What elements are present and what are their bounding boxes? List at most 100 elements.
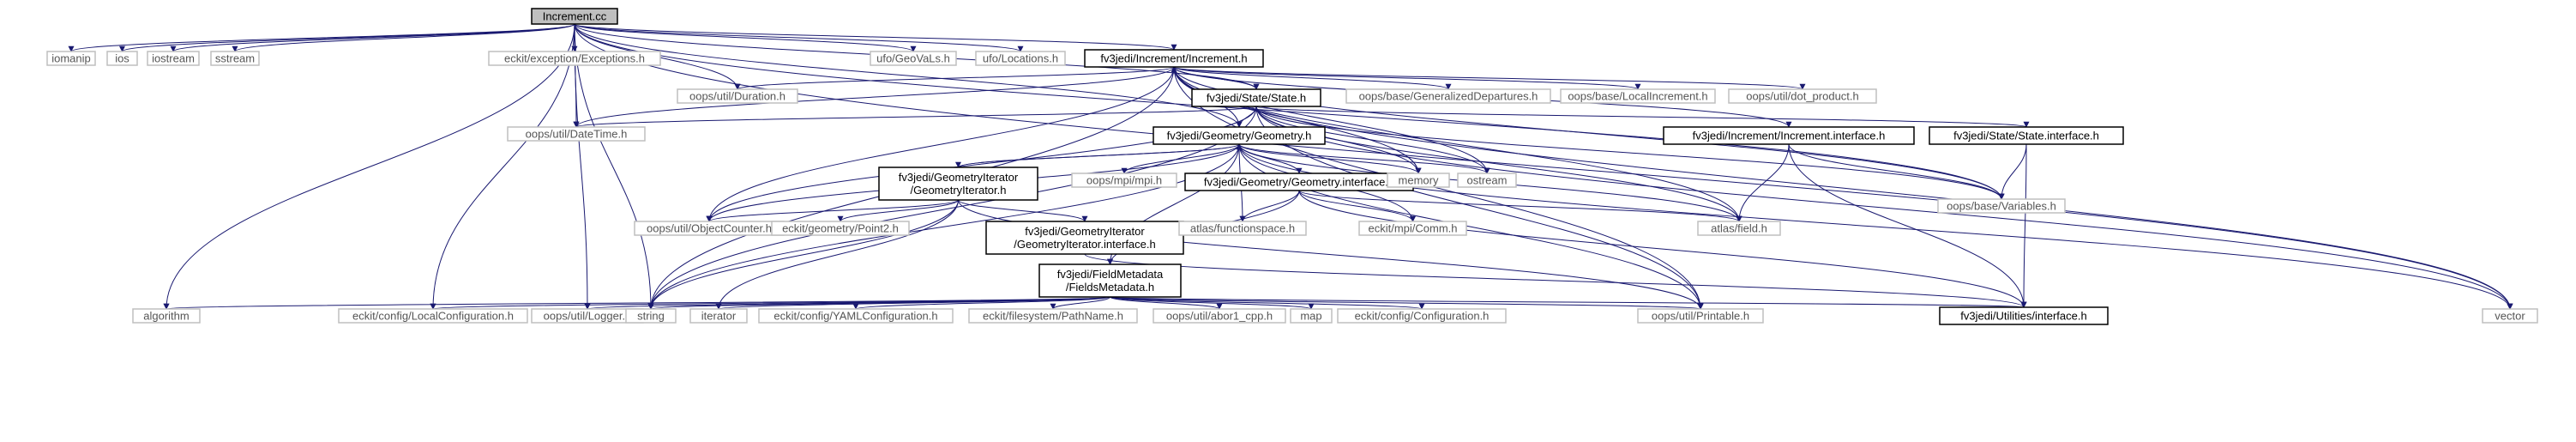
node-algorithm: algorithm (132, 308, 201, 324)
node-fv3jedi-increment-increment-interface-h[interactable]: fv3jedi/Increment/Increment.interface.h (1663, 126, 1915, 145)
node-fv3jedi-geometryiterator-geometryiterator-h[interactable]: fv3jedi/GeometryIterator/GeometryIterato… (878, 167, 1038, 201)
node-box (870, 51, 957, 66)
dependency-edge (1110, 296, 1425, 310)
node-box (677, 88, 798, 104)
dependency-edge (574, 23, 1243, 128)
dependency-edge (1788, 143, 2005, 200)
node-label: eckit/filesystem/PathName.h (983, 310, 1123, 323)
dependency-edge (163, 23, 575, 310)
node-label: oops/util/ObjectCounter.h (647, 222, 772, 235)
node-label: atlas/functionspace.h (1190, 222, 1295, 235)
node-label: vector (2495, 310, 2525, 323)
node-fv3jedi-state-state-h[interactable]: fv3jedi/State/State.h (1191, 88, 1321, 107)
node-box (1939, 306, 2109, 325)
node-label: eckit/config/Configuration.h (1355, 310, 1490, 323)
dependency-edge (170, 23, 575, 52)
node-label: oops/base/Variables.h (1947, 200, 2056, 213)
node-box (771, 221, 910, 236)
dependency-edge (1110, 296, 1315, 310)
node-box (1560, 88, 1716, 104)
node-eckit-filesystem-pathname-h: eckit/filesystem/PathName.h (968, 308, 1138, 324)
dependency-edge (1255, 106, 1490, 174)
node-box (1084, 49, 1264, 68)
node-fv3jedi-utilities-interface-h[interactable]: fv3jedi/Utilities/interface.h (1939, 306, 2109, 325)
node-fv3jedi-geometry-geometry-interface-h[interactable]: fv3jedi/Geometry/Geometry.interface.h (1184, 173, 1414, 191)
dependency-edge (1998, 143, 2027, 200)
node-box (1728, 88, 1877, 104)
dependency-edge (958, 199, 1704, 310)
dependency-edge (1298, 190, 1416, 222)
dependency-edge (1173, 66, 1806, 90)
node-eckit-mpi-comm-h: eckit/mpi/Comm.h (1358, 221, 1467, 236)
node-label: fv3jedi/Utilities/interface.h (1960, 310, 2086, 323)
node-oops-util-objectcounter-h: oops/util/ObjectCounter.h (634, 221, 785, 236)
node-label: algorithm (143, 310, 189, 323)
dependency-edge (958, 199, 1088, 222)
dependency-edge (1171, 66, 1257, 90)
dependency-edge (647, 199, 959, 310)
dependency-edge (430, 296, 1110, 310)
node-box (1358, 221, 1467, 236)
dependency-edge (1298, 190, 2027, 308)
node-box (968, 308, 1138, 324)
node-box (1191, 88, 1321, 107)
node-label: fv3jedi/Increment/Increment.h (1100, 52, 1247, 65)
dependency-edge (837, 199, 959, 222)
node-box (488, 51, 661, 66)
node-label: /FieldsMetadata.h (1066, 281, 1154, 294)
edges-layer (68, 23, 2513, 310)
node-label: /GeometryIterator.h (911, 184, 1007, 197)
node-box (1153, 308, 1286, 324)
dependency-edge (1238, 143, 1704, 310)
node-label: fv3jedi/Geometry/Geometry.h (1167, 130, 1312, 142)
node-label: memory (1399, 174, 1439, 187)
dependency-edge (706, 106, 1257, 222)
dependency-edge (1084, 253, 2027, 308)
dependency-edge (706, 66, 1175, 222)
node-fv3jedi-geometry-geometry-h[interactable]: fv3jedi/Geometry/Geometry.h (1153, 126, 1326, 145)
node-box (1337, 308, 1507, 324)
node-fv3jedi-geometryiterator-geometryiterator-interface-h[interactable]: fv3jedi/GeometryIterator/GeometryIterato… (985, 221, 1184, 255)
node-box (689, 308, 748, 324)
node-box (1071, 173, 1177, 188)
node-box (507, 126, 646, 142)
node-ufo-geovals-h: ufo/GeoVaLs.h (870, 51, 957, 66)
node-box (625, 308, 677, 324)
node-box (132, 308, 201, 324)
node-string: string (625, 308, 677, 324)
node-memory: memory (1387, 173, 1450, 188)
node-box (210, 51, 260, 66)
node-label: fv3jedi/Geometry/Geometry.interface.h (1204, 176, 1394, 189)
node-box (1663, 126, 1915, 145)
node-label: sstream (215, 52, 255, 65)
node-oops-util-printable-h: oops/util/Printable.h (1637, 308, 1764, 324)
node-fv3jedi-increment-increment-h[interactable]: fv3jedi/Increment/Increment.h (1084, 49, 1264, 68)
node-oops-util-abor1-cpp-h: oops/util/abor1_cpp.h (1153, 308, 1286, 324)
dependency-edge (573, 66, 1175, 128)
dependency-edge (1736, 143, 1790, 222)
node-box (2482, 308, 2538, 324)
node-increment-cc[interactable]: Increment.cc (531, 8, 618, 25)
node-oops-base-generalizeddepartures-h: oops/base/GeneralizedDepartures.h (1345, 88, 1551, 104)
node-oops-util-logger-h: oops/util/Logger.h (531, 308, 644, 324)
node-label: oops/util/Logger.h (544, 310, 632, 323)
node-fv3jedi-fieldmetadata-fieldsmetadata-h[interactable]: fv3jedi/FieldMetadata/FieldsMetadata.h (1038, 263, 1182, 298)
node-label: ostream (1467, 174, 1508, 187)
dependency-edge (1173, 66, 1490, 174)
dependency-edge (1110, 296, 1703, 310)
node-oops-base-localincrement-h: oops/base/LocalIncrement.h (1560, 88, 1716, 104)
node-fv3jedi-state-state-interface-h[interactable]: fv3jedi/State/State.interface.h (1929, 126, 2124, 145)
dependency-edge (1255, 106, 2029, 128)
node-box (1345, 88, 1551, 104)
node-eckit-config-configuration-h: eckit/config/Configuration.h (1337, 308, 1507, 324)
node-label: /GeometryIterator.interface.h (1014, 238, 1155, 251)
node-box (975, 51, 1066, 66)
node-ufo-locations-h: ufo/Locations.h (975, 51, 1066, 66)
dependency-edge (68, 23, 575, 52)
node-box (985, 221, 1184, 255)
node-box (758, 308, 954, 324)
node-box (338, 308, 528, 324)
node-eckit-config-yamlconfiguration-h: eckit/config/YAMLConfiguration.h (758, 308, 954, 324)
